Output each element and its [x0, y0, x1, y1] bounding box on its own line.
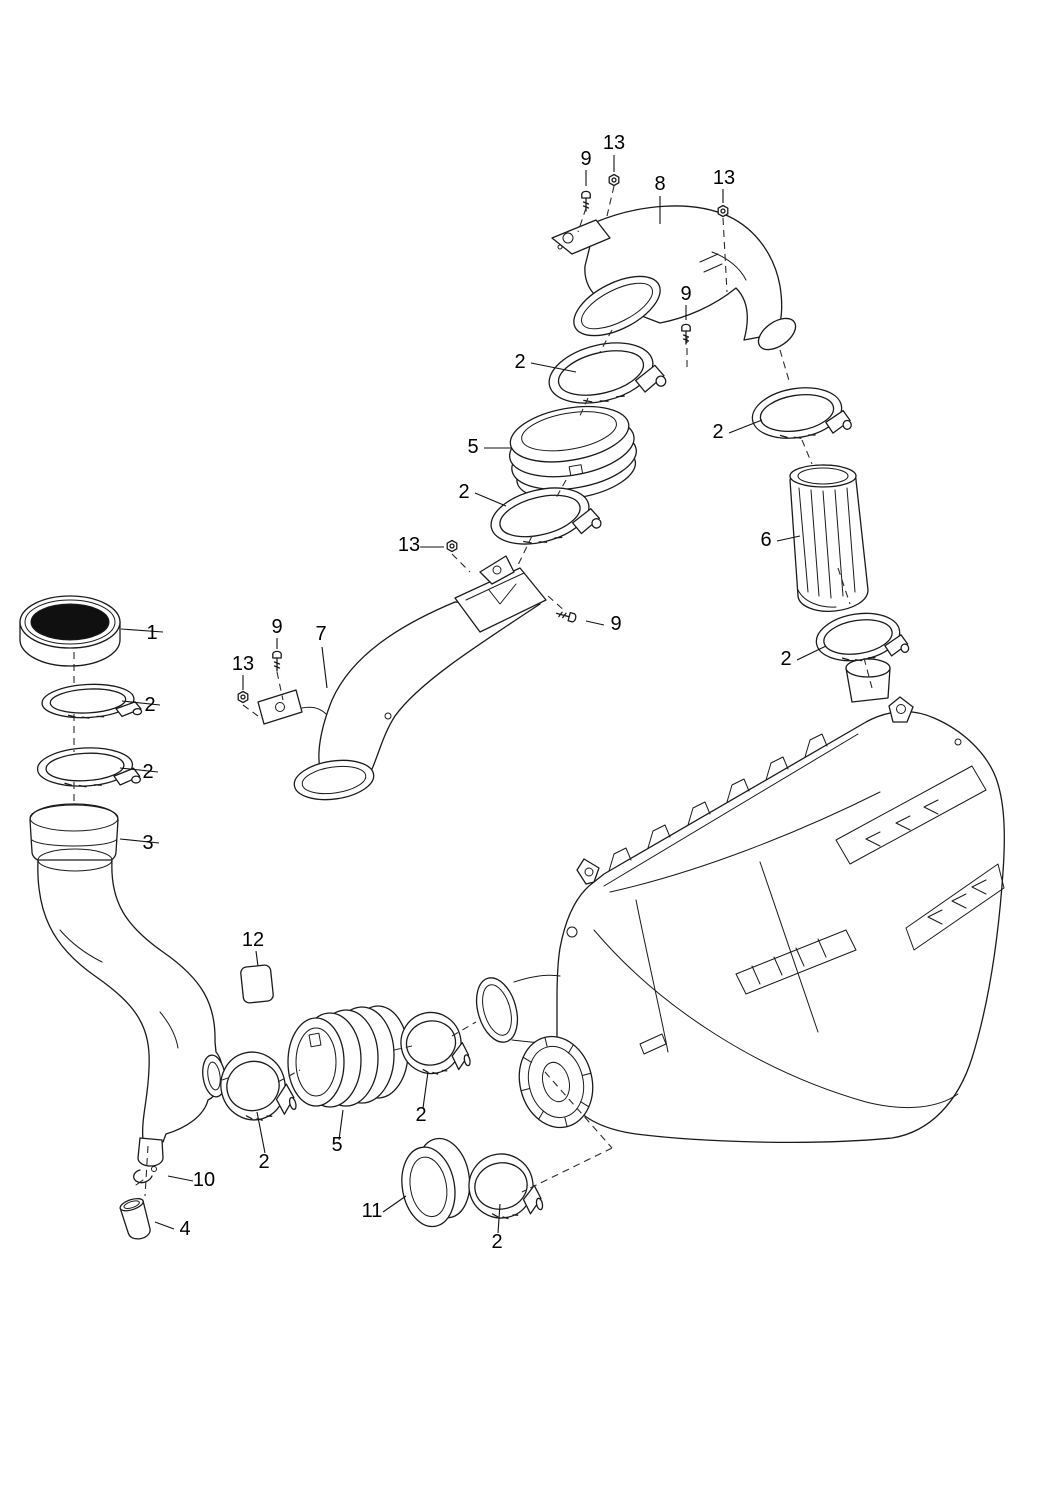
callout-8: 8 — [654, 173, 665, 195]
callout-2-f: 2 — [142, 761, 153, 783]
part-13-nut — [608, 173, 620, 187]
part-12-pad — [240, 964, 274, 1004]
intake-hose — [37, 848, 226, 1167]
part-7-bracket-left — [257, 689, 303, 725]
callout-5-top: 5 — [467, 436, 478, 458]
part-2-clamp — [748, 380, 853, 446]
part-9-screw — [272, 650, 282, 672]
part-2-clamp — [212, 1042, 299, 1130]
housing-mount-tab — [888, 696, 914, 723]
callout-5-low: 5 — [331, 1134, 342, 1156]
callout-2-h: 2 — [415, 1104, 426, 1126]
callout-13-left: 13 — [232, 653, 254, 675]
housing-rib — [687, 801, 711, 826]
housing-oval-port — [475, 977, 519, 1043]
callout-2-g: 2 — [258, 1151, 269, 1173]
part-8-flange — [551, 219, 611, 255]
part-9-screw — [554, 608, 578, 624]
housing-round-inlet — [518, 1035, 594, 1129]
part-9-screw — [681, 323, 691, 345]
part-13-nut — [717, 204, 729, 218]
callout-3: 3 — [142, 832, 153, 854]
housing-rib — [608, 847, 632, 872]
callout-2-b: 2 — [458, 481, 469, 503]
part-1-seal-ring — [19, 595, 121, 667]
assembly-axes — [73, 185, 873, 1197]
part-5-lower-bellows — [287, 1005, 409, 1108]
callout-2-e: 2 — [144, 694, 155, 716]
callout-9-right: 9 — [610, 613, 621, 635]
part-5-upper-bellows — [508, 405, 637, 500]
callout-6: 6 — [760, 529, 771, 551]
part-8-upper-duct — [551, 205, 797, 351]
hose-drain-stub — [137, 1137, 164, 1167]
callout-9-mid: 9 — [680, 283, 691, 305]
callout-13-bracket: 13 — [398, 534, 420, 556]
housing-rib — [765, 756, 789, 781]
part-2-clamp — [394, 1005, 473, 1082]
callout-13-top: 13 — [603, 132, 625, 154]
housing-mount-tab — [576, 858, 600, 885]
housing-rib — [647, 824, 671, 849]
part-7-bracket-top — [479, 555, 515, 585]
callout-13-right: 13 — [713, 167, 735, 189]
housing-rib — [804, 733, 828, 758]
part-2-clamp — [35, 744, 142, 790]
part-13-nut — [446, 539, 458, 553]
part-10-clip — [133, 1166, 157, 1186]
part-11-ring-seal — [401, 1137, 471, 1228]
part-2-clamp — [462, 1146, 545, 1227]
callout-1: 1 — [146, 622, 157, 644]
housing-rib — [726, 778, 750, 803]
callout-9-top: 9 — [580, 148, 591, 170]
callout-12: 12 — [242, 929, 264, 951]
callout-11: 11 — [362, 1200, 383, 1222]
callout-10: 10 — [193, 1169, 215, 1191]
callout-7: 7 — [315, 623, 326, 645]
callout-labels: 9 13 8 13 9 2 5 2 2 6 2 13 9 1 9 7 13 2 … — [142, 132, 791, 1253]
callout-2-c: 2 — [712, 421, 723, 443]
part-6-ribbed-tube — [789, 464, 869, 612]
callout-2-d: 2 — [780, 648, 791, 670]
callout-2-a: 2 — [514, 351, 525, 373]
callout-9-left: 9 — [271, 616, 282, 638]
part-3-boot — [29, 803, 119, 869]
part-13-nut — [237, 690, 249, 704]
callout-leaders — [119, 155, 827, 1234]
part-7-curved-duct — [257, 555, 547, 801]
callout-2-i: 2 — [491, 1231, 502, 1253]
part-4-cap — [119, 1198, 151, 1240]
callout-4: 4 — [179, 1218, 190, 1240]
cvt-housing — [475, 658, 1005, 1143]
part-2-clamp — [812, 606, 911, 668]
